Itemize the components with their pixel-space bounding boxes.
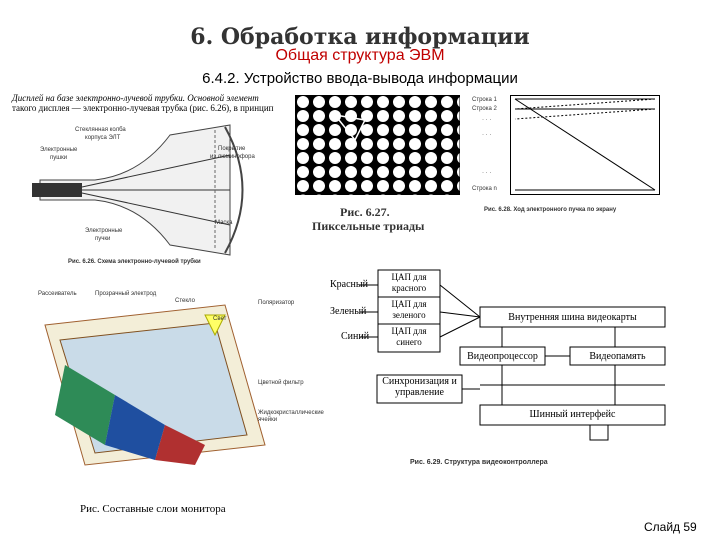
layer-label-4: Цветной фильтр bbox=[258, 380, 304, 386]
layers-caption: Рис. Составные слои монитора bbox=[80, 503, 226, 515]
scan-diagram bbox=[510, 95, 660, 195]
scan-dots1: · · · bbox=[482, 117, 492, 123]
layer-label-6: Поляризатор bbox=[258, 300, 295, 306]
crt-intro-line1: Дисплей на базе электронно-лучевой трубк… bbox=[12, 93, 259, 103]
label-beams2: пучки bbox=[95, 236, 111, 242]
scan-row2: Строка 2 bbox=[472, 106, 497, 112]
layer-label-2: Прозрачный электрод bbox=[95, 291, 157, 297]
slide-title: 6. Обработка информации bbox=[190, 24, 530, 50]
video-controller-diagram bbox=[360, 269, 666, 441]
label-coating2: из люминофора bbox=[210, 154, 255, 160]
scan-row1: Строка 1 bbox=[472, 97, 497, 103]
dac-green: ЦАП для зеленого bbox=[391, 299, 427, 320]
label-glass2: корпуса ЭЛТ bbox=[85, 135, 121, 141]
input-green: Зеленый bbox=[330, 306, 367, 317]
layer-label-1: Рассеиватель bbox=[38, 291, 77, 297]
input-blue: Синий bbox=[341, 331, 370, 342]
dac-blue: ЦАП для синего bbox=[391, 326, 427, 347]
videoprocessor-box: Видеопроцессор bbox=[467, 351, 538, 362]
crt-diagram bbox=[32, 124, 244, 256]
crt-intro-line2: такого дисплея — электронно-лучевая труб… bbox=[12, 103, 274, 113]
label-coating: Покрытие bbox=[218, 146, 246, 152]
layer-label-7: Свет bbox=[213, 316, 227, 322]
scan-dots3: · · · bbox=[482, 170, 492, 176]
label-mask: Маска bbox=[215, 220, 233, 226]
crt-caption: Рис. 6.26. Схема электронно-лучевой труб… bbox=[68, 259, 201, 265]
sync-box: Синхронизация и управление bbox=[382, 376, 457, 398]
scan-dots2: · · · bbox=[482, 132, 492, 138]
internal-bus-box: Внутренняя шина видеокарты bbox=[508, 312, 637, 323]
label-guns: Электронные bbox=[40, 147, 78, 153]
section-heading: 6.4.2. Устройство ввода-вывода информаци… bbox=[202, 70, 518, 87]
scan-caption: Рис. 6.28. Ход электронного пучка по экр… bbox=[484, 207, 617, 213]
videomemory-box: Видеопамять bbox=[589, 351, 646, 362]
triads-caption-2: Пиксельные триады bbox=[312, 219, 425, 233]
label-beams: Электронные bbox=[85, 228, 123, 234]
slide-subtitle: Общая структура ЭВМ bbox=[275, 47, 445, 64]
pixel-triads-figure bbox=[295, 95, 460, 195]
bus-interface-box: Шинный интерфейс bbox=[529, 409, 616, 420]
monitor-layers-figure bbox=[44, 304, 266, 466]
triads-caption-1: Рис. 6.27. bbox=[340, 205, 390, 219]
input-red: Красный bbox=[330, 279, 368, 290]
controller-caption: Рис. 6.29. Структура видеоконтроллера bbox=[410, 459, 548, 466]
slide-number: Слайд 59 bbox=[644, 520, 697, 534]
dac-red: ЦАП для красного bbox=[391, 272, 427, 293]
layer-label-5: Жидкокристаллические ячейки bbox=[258, 410, 324, 423]
label-guns2: пушки bbox=[50, 155, 68, 161]
label-glass: Стеклянная колба bbox=[75, 127, 126, 133]
layer-label-3: Стекло bbox=[175, 298, 195, 304]
scan-rown: Строка n bbox=[472, 186, 497, 192]
